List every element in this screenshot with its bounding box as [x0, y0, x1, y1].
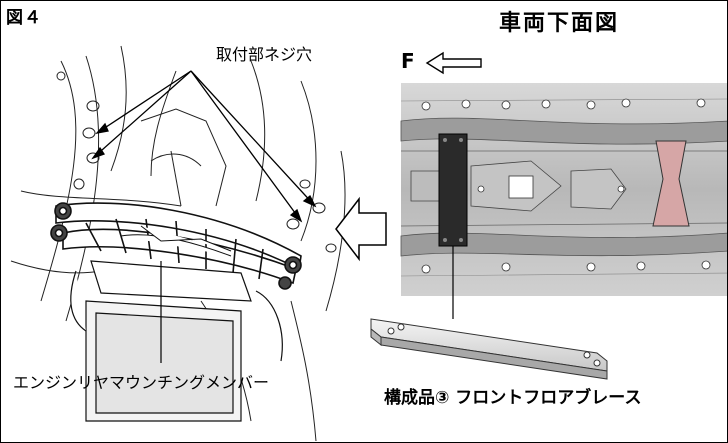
view-direction-arrow	[335, 196, 387, 262]
engine-rear-mounting-member	[50, 202, 302, 290]
mounting-hole-leaders	[91, 70, 317, 223]
forward-arrow	[425, 51, 482, 75]
mounting-member-label: エンジンリヤマウンチングメンバー	[13, 373, 270, 392]
mounting-holes-label: 取付部ネジ穴	[216, 45, 313, 64]
component-label: 構成品③ フロントフロアブレース	[384, 388, 642, 408]
front-floor-brace-part	[370, 318, 608, 380]
forward-marker-label: F	[401, 49, 415, 73]
lower-component-outline	[70, 260, 283, 422]
figure-number: 図４	[6, 8, 42, 28]
left-detail-drawing	[10, 45, 346, 442]
underside-view-image	[400, 83, 727, 296]
figure-title: 車両下面図	[499, 11, 620, 36]
